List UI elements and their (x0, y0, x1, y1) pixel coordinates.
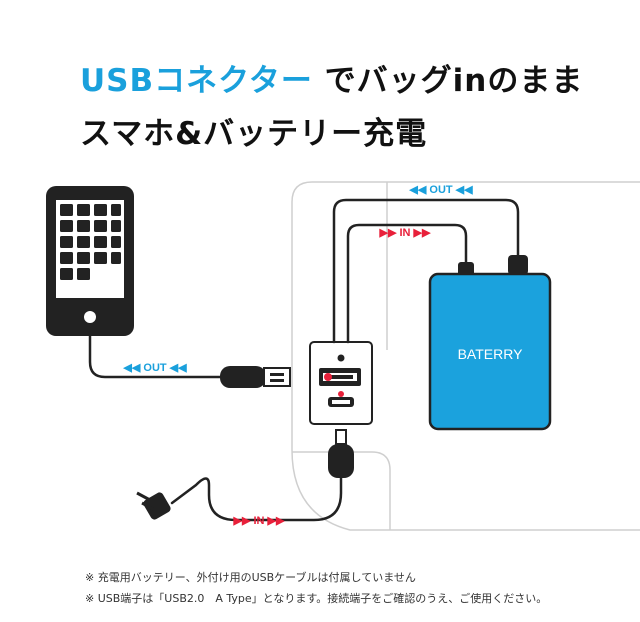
headline-line-1: USBコネクター でバッグinのまま (80, 55, 583, 100)
usb-connector-unit (309, 341, 373, 425)
bag-outline (291, 181, 640, 531)
ac-cable (170, 476, 343, 522)
battery-label: BATERRY (458, 346, 523, 362)
micro-usb-plug-icon (328, 429, 354, 478)
out-label-top: ◀◀ OUT ◀◀ (408, 184, 473, 196)
footnote-1: ※ 充電用バッテリー、外付け用のUSBケーブルは付属していません (85, 571, 416, 584)
battery-cables (332, 198, 520, 344)
ac-adapter-icon (136, 491, 171, 520)
usb-a-port-indicator (324, 373, 332, 381)
footnote-2: ※ USB端子は「USB2.0 A Type」となります。接続端子をご確認のうえ… (85, 592, 548, 605)
headline-line-2: スマホ&バッテリー充電 (80, 116, 428, 152)
in-label-top: ▶▶ IN ▶▶ (379, 227, 431, 239)
phone-cable (88, 334, 224, 379)
in-label-bottom: ▶▶ IN ▶▶ (233, 515, 285, 527)
micro-usb-port-indicator (338, 391, 344, 397)
out-label-left: ◀◀ OUT ◀◀ (122, 362, 187, 374)
headline-rest: でバッグinのまま (312, 63, 584, 99)
headline-accent: USBコネクター (80, 63, 313, 99)
smartphone-icon (46, 186, 134, 336)
usb-plug-icon (220, 366, 291, 388)
battery-icon (428, 272, 552, 431)
